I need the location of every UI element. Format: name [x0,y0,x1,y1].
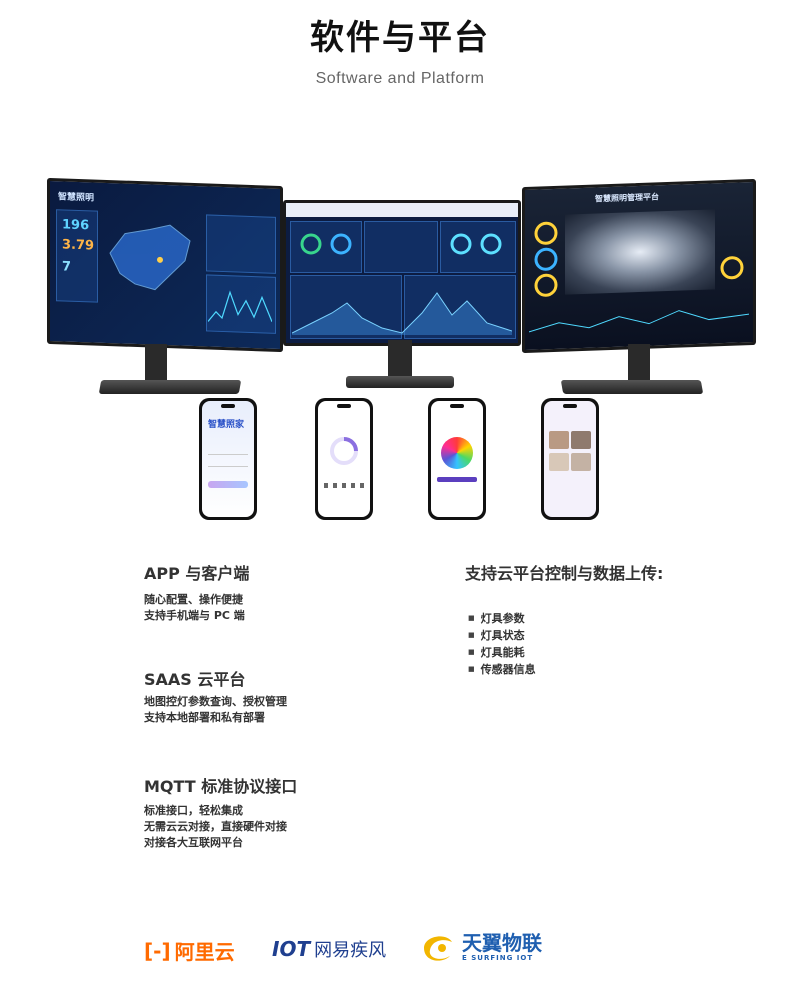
mqtt-line-3: 对接各大互联网平台 [144,836,243,849]
app-line-1: 随心配置、操作便捷 [144,593,243,606]
tianyi-swirl-icon [424,936,452,961]
room-tile-4 [571,453,591,471]
aliyun-logo: [-] 阿里云 [144,936,235,965]
cloud-item: 传感器信息 [468,661,536,678]
cloud-list: 灯具参数 灯具状态 灯具能耗 传感器信息 [468,610,536,678]
monitor-right-title: 智慧照明管理平台 [595,192,659,204]
ring-gauges [534,221,558,297]
stat-value-1: 196 [62,217,90,234]
center-top-bar [286,203,518,217]
chart-panel-top [206,214,276,274]
monitor-center-screen [283,200,521,346]
phone-dimmer [315,398,373,520]
tunnel-image [565,209,715,295]
line-chart-graphic [208,290,272,322]
monitor-center-neck [388,340,412,380]
app-line-2: 支持手机端与 PC 端 [144,609,245,622]
login-field-2 [208,461,248,467]
dimmer-ring [330,437,358,465]
monitor-left-base [98,380,242,394]
netease-logo-mark: IOT [272,937,311,961]
phone-login: 智慧照家 [199,398,257,520]
ring-gauge-right [720,256,744,280]
phone-login-screen: 智慧照家 [202,401,254,517]
bottom-chart [529,310,749,333]
gauge-icons [300,233,502,255]
mqtt-line-1: 标准接口，轻松集成 [144,804,243,817]
center-panel-2 [364,221,438,273]
monitor-right-screen: 智慧照明管理平台 [522,178,756,354]
aliyun-logo-text: 阿里云 [174,940,235,964]
app-heading: APP 与客户端 [144,564,250,583]
stat-value-3: 7 [62,259,72,275]
saas-line-1: 地图控灯参数查询、授权管理 [144,695,287,708]
netease-logo: IOT 网易疾风 [272,936,386,962]
login-brand: 智慧照家 [208,420,245,430]
room-tile-1 [549,431,569,449]
monitor-left-title: 智慧照明 [58,192,95,204]
mqtt-heading: MQTT 标准协议接口 [144,777,298,796]
monitor-center-base [346,376,454,388]
phone-color-screen [431,401,483,517]
aliyun-logo-mark: [-] [144,938,171,963]
phone-rooms-screen [544,401,596,517]
saas-heading: SAAS 云平台 [144,670,246,689]
login-field-1 [208,449,248,455]
phone-color [428,398,486,520]
monitor-left-neck [145,344,167,384]
china-map-graphic [109,224,191,291]
monitor-right-base [560,380,704,394]
tianyi-logo: 天翼物联 E SURFING IOT [420,930,542,964]
phone-rooms [541,398,599,520]
monitor-left-screen: 智慧照明 196 3.79 7 [47,177,283,353]
saas-line-2: 支持本地部署和私有部署 [144,711,265,724]
color-wheel [441,437,473,469]
monitor-right-neck [628,344,650,384]
room-tile-2 [571,431,591,449]
mqtt-line-2: 无需云云对接，直接硬件对接 [144,820,287,833]
stat-value-2: 3.79 [62,237,95,254]
room-tile-3 [549,453,569,471]
page-subtitle: Software and Platform [315,70,485,87]
center-panel-5 [404,275,516,339]
color-slider [437,477,477,482]
tianyi-logo-text: 天翼物联 [462,931,542,955]
phone-dimmer-screen [318,401,370,517]
login-button [208,481,248,488]
netease-logo-text: 网易疾风 [314,940,387,961]
center-panel-3 [440,221,516,273]
cloud-item: 灯具能耗 [468,644,536,661]
area-chart-graphic [292,292,512,335]
cloud-heading: 支持云平台控制与数据上传: [465,564,664,583]
cloud-item: 灯具参数 [468,610,536,627]
cloud-item: 灯具状态 [468,627,536,644]
page-title: 软件与平台 [310,18,490,58]
dimmer-controls [324,483,364,488]
tianyi-logo-sub: E SURFING IOT [462,954,534,962]
